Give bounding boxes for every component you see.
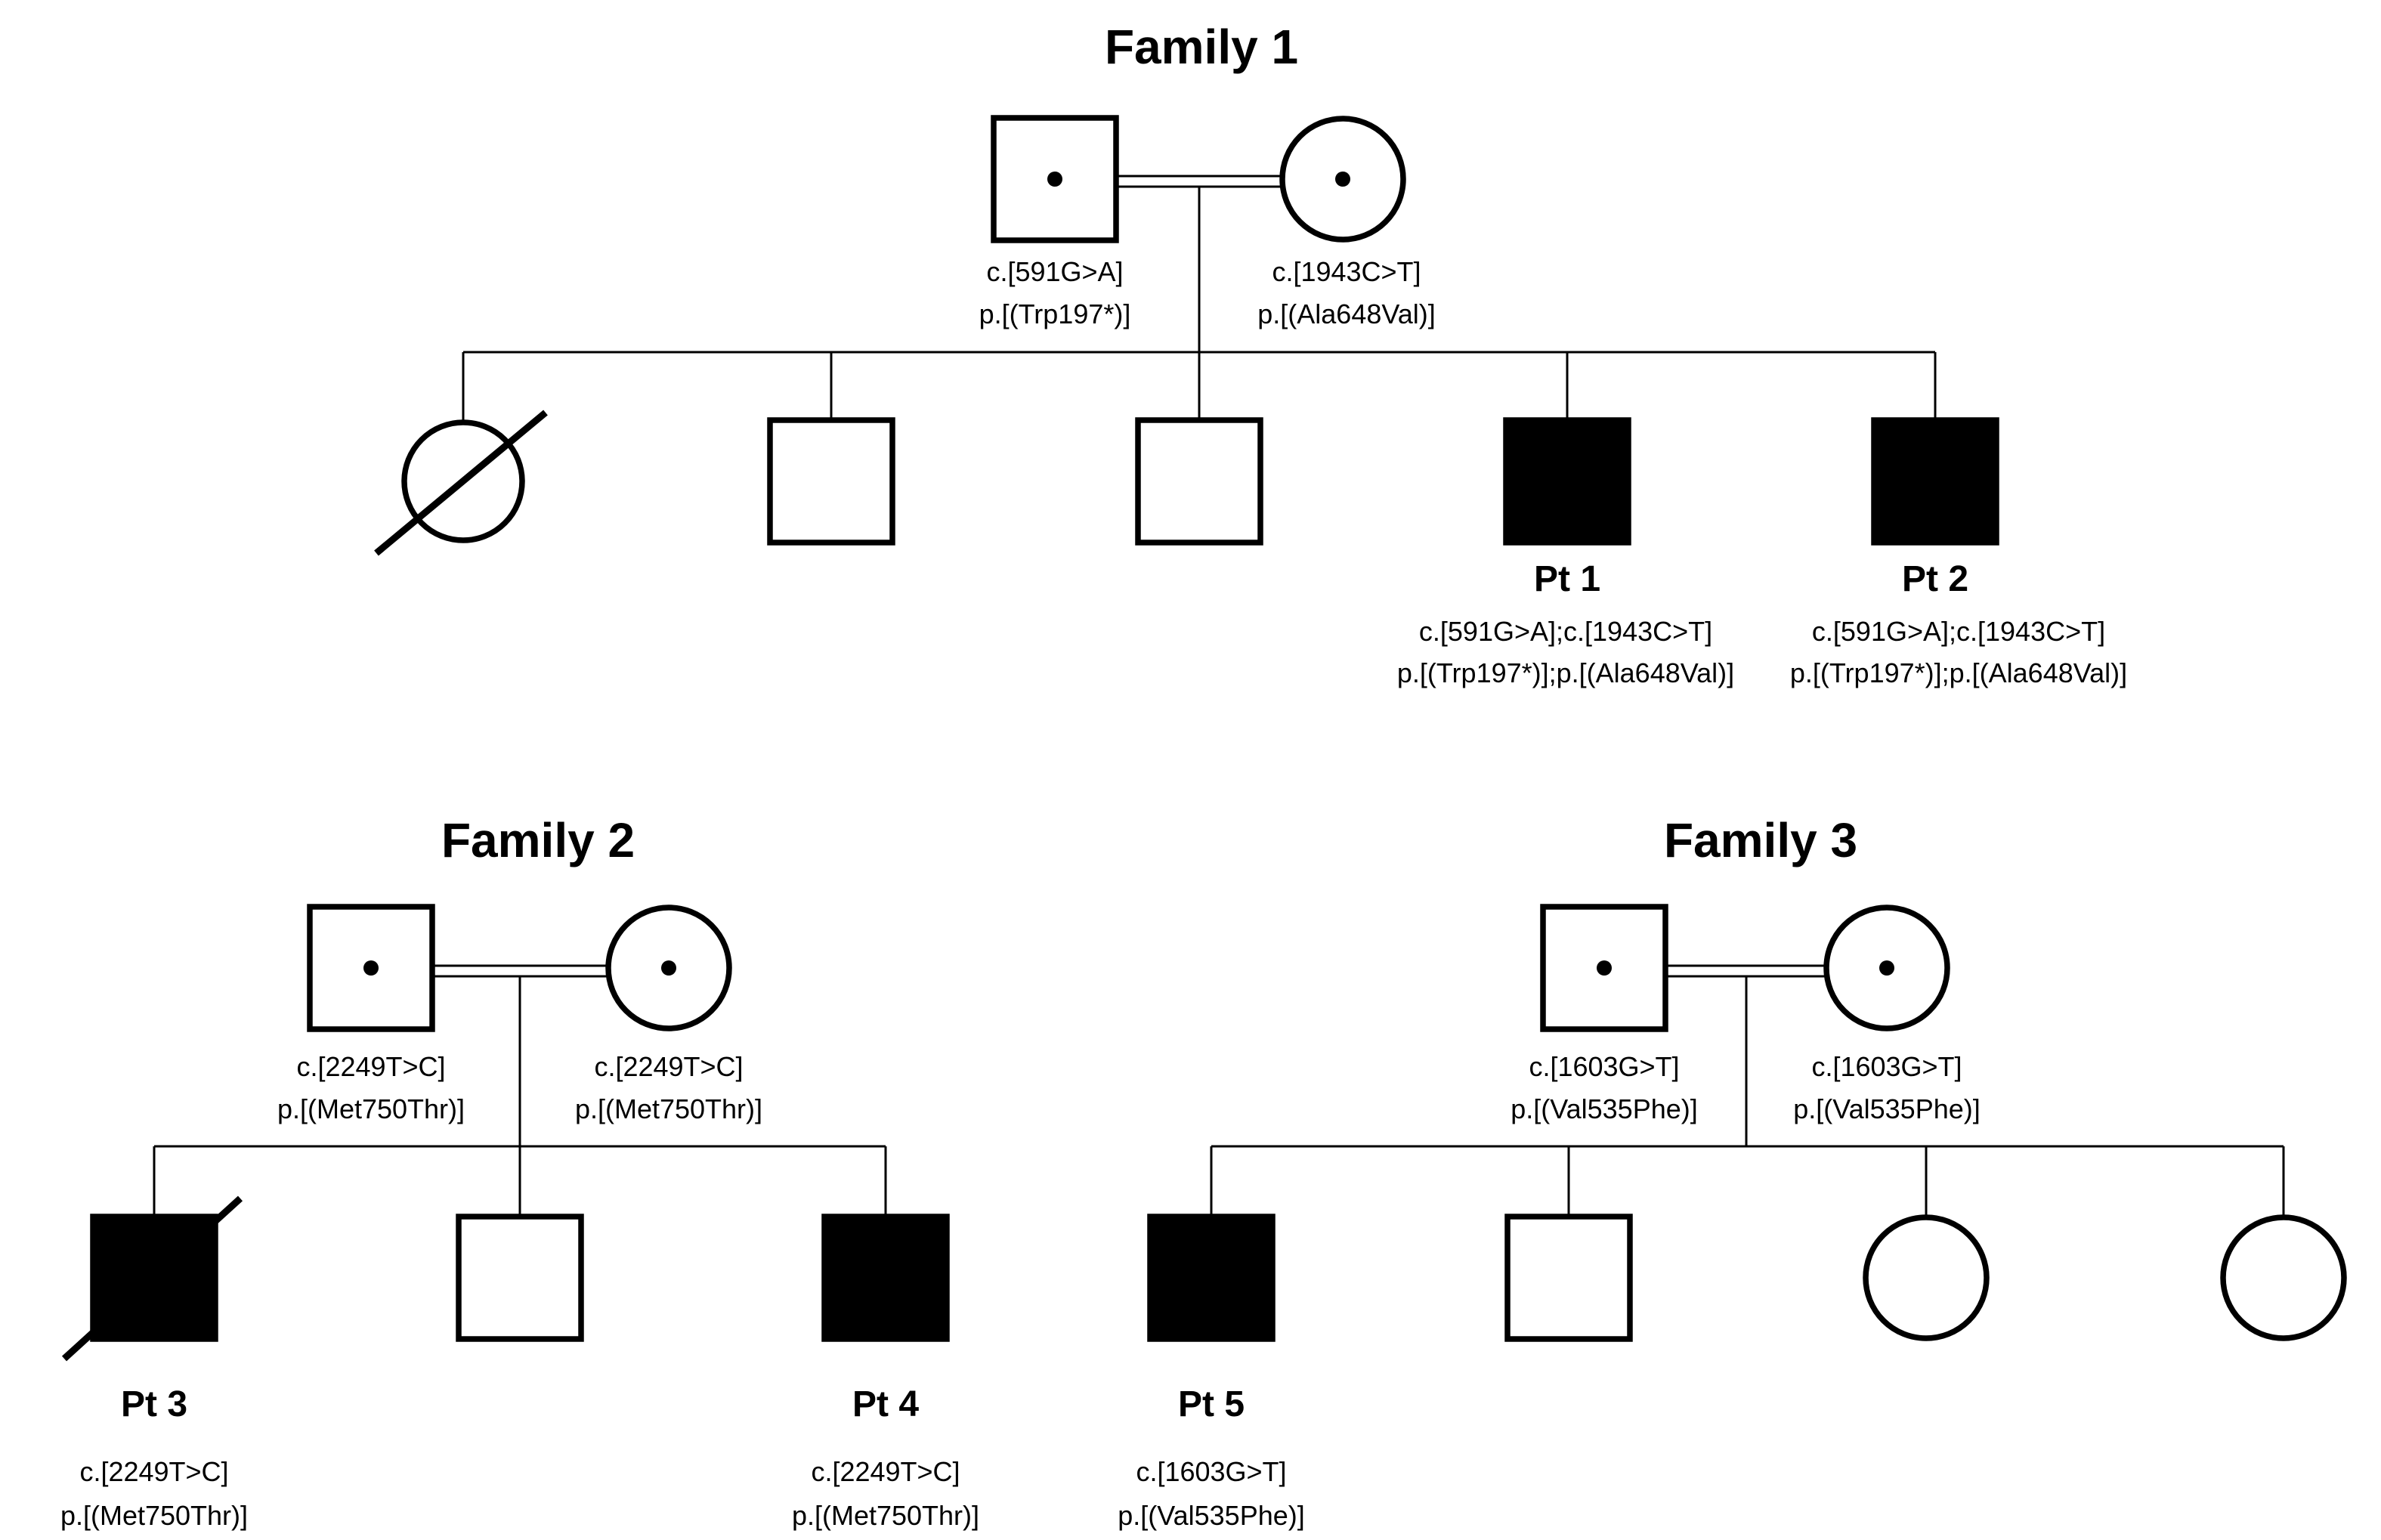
f3-child-1-symbol-affected-male [1147,1214,1276,1342]
f1-pt2-genotype-line1: c.[591G>A];c.[1943C>T] [1812,616,2105,647]
f1-father-carrier-dot [1047,172,1062,187]
f3-father-genotype-line1: c.[1603G>T] [1529,1051,1679,1082]
f2-mother-genotype-line2: p.[(Met750Thr)] [575,1093,762,1124]
f1-child-1-deceased-slash [374,410,548,556]
f2-child-3-symbol-affected-male [821,1214,950,1342]
family-2-title: Family 2 [441,813,635,867]
f2-pt3-genotype-line2: p.[(Met750Thr)] [60,1500,248,1531]
family-1-pedigree: Family 1 c.[591G>A] p.[(Trp197*)] c.[194… [374,20,2127,688]
family-1-title: Family 1 [1105,20,1298,74]
f2-pt3-label: Pt 3 [121,1384,187,1424]
f1-pt1-genotype-line1: c.[591G>A];c.[1943C>T] [1419,616,1712,647]
f2-father-genotype-line1: c.[2249T>C] [296,1051,445,1082]
f1-child-4-symbol-affected-male [1503,417,1631,546]
f2-mother-carrier-dot [661,960,676,976]
f3-pt5-genotype-line1: c.[1603G>T] [1136,1456,1286,1487]
f1-father-symbol [991,115,1119,243]
f1-father-genotype-line1: c.[591G>A] [986,256,1123,287]
f3-child-2-symbol-male [1504,1214,1633,1342]
f1-pt1-genotype-line2: p.[(Trp197*)];p.[(Ala648Val)] [1397,657,1734,688]
f1-mother-genotype-line2: p.[(Ala648Val)] [1257,298,1435,329]
f1-child-2-symbol-male [767,417,895,546]
f2-child-1-deceased-slash [61,1195,243,1362]
f1-pt2-label: Pt 2 [1902,559,1968,599]
f2-pt4-genotype-line2: p.[(Met750Thr)] [792,1500,979,1531]
f3-father-carrier-dot [1597,960,1612,976]
family-3-title: Family 3 [1664,813,1857,867]
family-2-pedigree: Family 2 c.[2249T>C] p.[(Met750Thr)] c.[… [60,813,979,1531]
f1-father-genotype-line2: p.[(Trp197*)] [979,298,1131,329]
f1-pt1-label: Pt 1 [1534,559,1600,599]
f3-child-3-symbol-female [1863,1214,1990,1341]
f1-mother-carrier-dot [1335,172,1350,187]
f3-pt5-genotype-line2: p.[(Val535Phe)] [1118,1500,1304,1531]
f2-father-genotype-line2: p.[(Met750Thr)] [277,1093,465,1124]
f2-pt4-label: Pt 4 [852,1384,919,1424]
f3-mother-carrier-dot [1879,960,1894,976]
f2-father-carrier-dot [363,960,379,976]
f3-mother-genotype-line1: c.[1603G>T] [1811,1051,1962,1082]
f2-child-2-symbol-male [456,1214,584,1342]
f1-child-5-symbol-affected-male [1871,417,1999,546]
f3-child-4-symbol-female [2220,1214,2347,1341]
f2-pt3-genotype-line1: c.[2249T>C] [79,1456,228,1487]
f2-pt4-genotype-line1: c.[2249T>C] [811,1456,960,1487]
f2-mother-genotype-line1: c.[2249T>C] [594,1051,743,1082]
f1-child-3-symbol-male [1135,417,1263,546]
f3-pt5-label: Pt 5 [1178,1384,1245,1424]
f1-pt2-genotype-line2: p.[(Trp197*)];p.[(Ala648Val)] [1790,657,2127,688]
f3-mother-genotype-line2: p.[(Val535Phe)] [1793,1093,1980,1124]
family-3-pedigree: Family 3 c.[1603G>T] p.[(Val535Phe)] c.[… [1118,813,2347,1531]
f3-father-genotype-line2: p.[(Val535Phe)] [1511,1093,1697,1124]
f1-mother-genotype-line1: c.[1943C>T] [1272,256,1421,287]
